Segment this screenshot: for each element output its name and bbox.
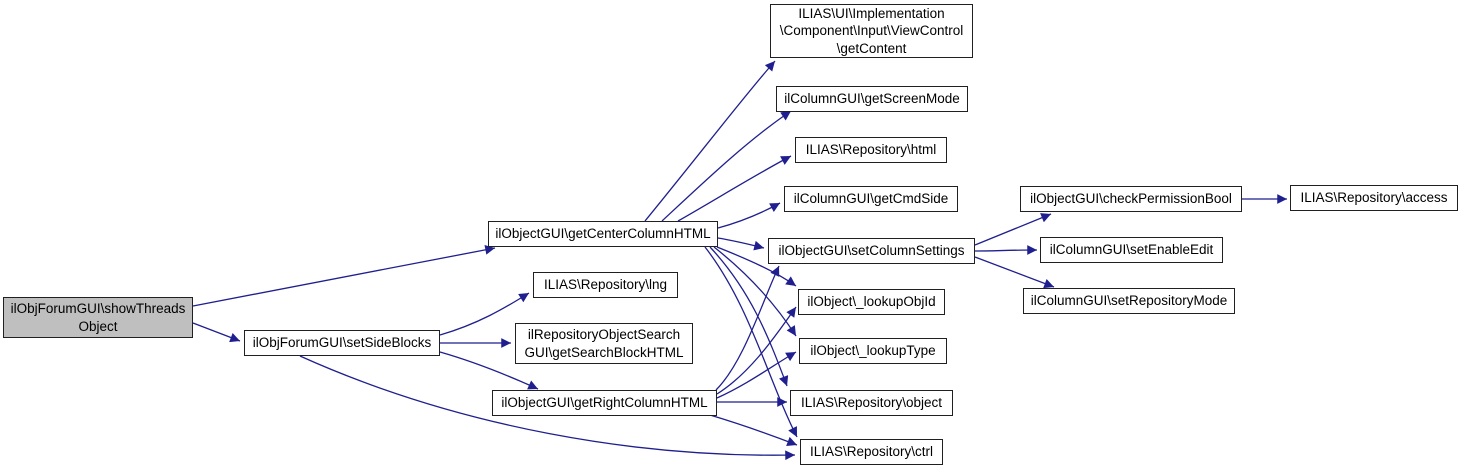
edge-setcolumnsettings-setrepositorymode bbox=[974, 256, 1055, 289]
node-getrightcolumnhtml[interactable]: ilObjectGUI\getRightColumnHTML bbox=[492, 390, 717, 416]
edge-getcentercolumnhtml-getcmdside bbox=[717, 202, 781, 229]
node-getcentercolumnhtml[interactable]: ilObjectGUI\getCenterColumnHTML bbox=[488, 221, 718, 247]
edge-getcentercolumnhtml-html bbox=[677, 155, 792, 222]
node-repository-html[interactable]: ILIAS\Repository\html bbox=[795, 137, 947, 163]
edge-getrightcolumnhtml-lookuptype bbox=[716, 351, 797, 399]
edge-setcolumnsettings-setenableedit bbox=[974, 245, 1038, 255]
edge-getcentercolumnhtml-repositoryctrl bbox=[704, 246, 798, 438]
edge-getcentercolumnhtml-lookuptype bbox=[713, 246, 797, 337]
edge-getrightcolumnhtml-lookupobjid bbox=[716, 306, 797, 395]
node-getsearchblockhtml[interactable]: ilRepositoryObjectSearch GUI\getSearchBl… bbox=[515, 323, 693, 364]
edge-setsideblocks-getrightcolumnhtml bbox=[439, 351, 539, 390]
edge-setsideblocks-repositorylng bbox=[439, 292, 530, 336]
node-checkpermissionbool[interactable]: ilObjectGUI\checkPermissionBool bbox=[1020, 186, 1242, 212]
node-getscreenmode[interactable]: ilColumnGUI\getScreenMode bbox=[776, 86, 968, 112]
edge-getcentercolumnhtml-setcolumnsettings bbox=[717, 237, 765, 251]
edge-showthreadsobject-setsideblocks bbox=[192, 322, 241, 343]
edge-showthreadsobject-getcentercolumnhtml bbox=[192, 245, 496, 307]
node-repository-ctrl[interactable]: ILIAS\Repository\ctrl bbox=[800, 439, 943, 465]
edge-getcentercolumnhtml-getscreenmode bbox=[661, 110, 792, 222]
edge-getcentercolumnhtml-lookupobjid bbox=[716, 246, 797, 287]
edge-getrightcolumnhtml-repositoryctrl bbox=[709, 414, 798, 447]
edge-getcentercolumnhtml-getcontent bbox=[644, 60, 776, 222]
node-lookuptype[interactable]: ilObject\_lookupType bbox=[799, 338, 947, 364]
node-getcontent[interactable]: ILIAS\UI\Implementation \Component\Input… bbox=[770, 4, 973, 58]
node-repository-lng[interactable]: ILIAS\Repository\lng bbox=[533, 272, 678, 298]
edge-setsideblocks-repositoryctrl bbox=[299, 355, 796, 461]
edge-getcentercolumnhtml-repositoryobject bbox=[709, 246, 789, 387]
node-setenableedit[interactable]: ilColumnGUI\setEnableEdit bbox=[1040, 237, 1223, 263]
node-setrepositorymode[interactable]: ilColumnGUI\setRepositoryMode bbox=[1023, 288, 1235, 314]
node-setsideblocks[interactable]: ilObjForumGUI\setSideBlocks bbox=[244, 330, 440, 356]
node-getcmdside[interactable]: ilColumnGUI\getCmdSide bbox=[784, 186, 958, 212]
node-setcolumnsettings[interactable]: ilObjectGUI\setColumnSettings bbox=[768, 238, 975, 264]
node-lookupobjid[interactable]: ilObject\_lookupObjId bbox=[798, 289, 945, 315]
node-showthreadsobject: ilObjForumGUI\showThreads Object bbox=[3, 297, 193, 338]
node-repository-object[interactable]: ILIAS\Repository\object bbox=[790, 390, 953, 416]
edge-getrightcolumnhtml-setcolumnsettings bbox=[715, 265, 780, 391]
edge-setcolumnsettings-checkpermissionbool bbox=[974, 213, 1052, 246]
node-repository-access[interactable]: ILIAS\Repository\access bbox=[1290, 185, 1458, 211]
